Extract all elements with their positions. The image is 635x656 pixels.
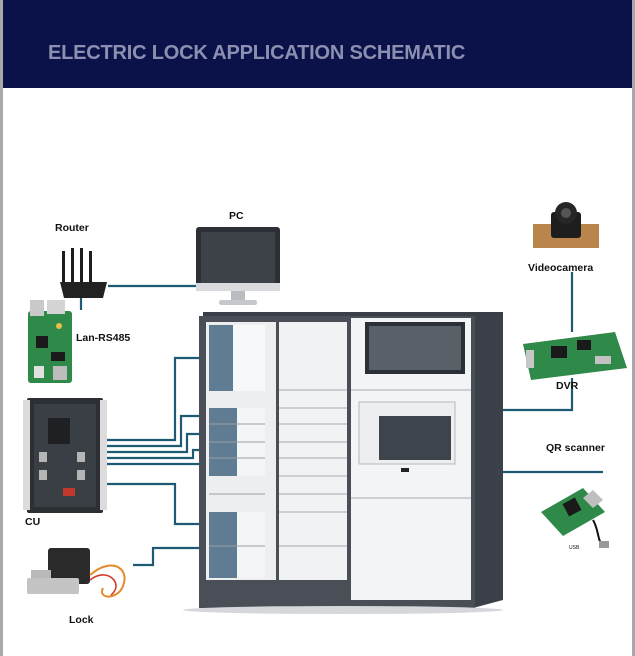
pc-label: PC bbox=[229, 210, 244, 222]
cu-label: CU bbox=[25, 516, 41, 528]
qr-scanner-icon bbox=[541, 488, 609, 548]
cu-board-icon bbox=[23, 398, 107, 513]
electric-lock-icon bbox=[27, 548, 126, 598]
page-title: ELECTRIC LOCK APPLICATION SCHEMATIC bbox=[48, 42, 466, 64]
wiring bbox=[79, 272, 603, 567]
router-icon bbox=[60, 248, 107, 298]
smart-locker-cabinet bbox=[183, 312, 503, 614]
lan-rs485-board-icon bbox=[28, 300, 72, 383]
header-banner: ELECTRIC LOCK APPLICATION SCHEMATIC bbox=[3, 0, 632, 88]
pc-monitor-icon bbox=[196, 227, 280, 305]
usb-label: USB bbox=[569, 545, 580, 551]
lan-rs485-label: Lan-RS485 bbox=[76, 332, 131, 344]
videocamera-icon bbox=[533, 202, 599, 248]
cu-wire-6 bbox=[103, 482, 213, 526]
locker-column-middle bbox=[279, 322, 347, 580]
lock-wire bbox=[133, 546, 213, 567]
cu-wire-1 bbox=[103, 356, 213, 442]
schematic-diagram bbox=[23, 202, 627, 614]
dvr-board-icon bbox=[523, 332, 627, 380]
touch-screen bbox=[379, 416, 451, 460]
videocamera-label: Videocamera bbox=[528, 262, 594, 274]
schematic-card: ELECTRIC LOCK APPLICATION SCHEMATIC bbox=[3, 0, 632, 656]
qr-reader-slot bbox=[401, 468, 409, 472]
cu-wire-2 bbox=[103, 414, 213, 448]
dvr-label: DVR bbox=[556, 380, 579, 392]
router-label: Router bbox=[55, 222, 89, 234]
lock-label: Lock bbox=[69, 614, 94, 626]
qr-scanner-label: QR scanner bbox=[546, 442, 605, 454]
